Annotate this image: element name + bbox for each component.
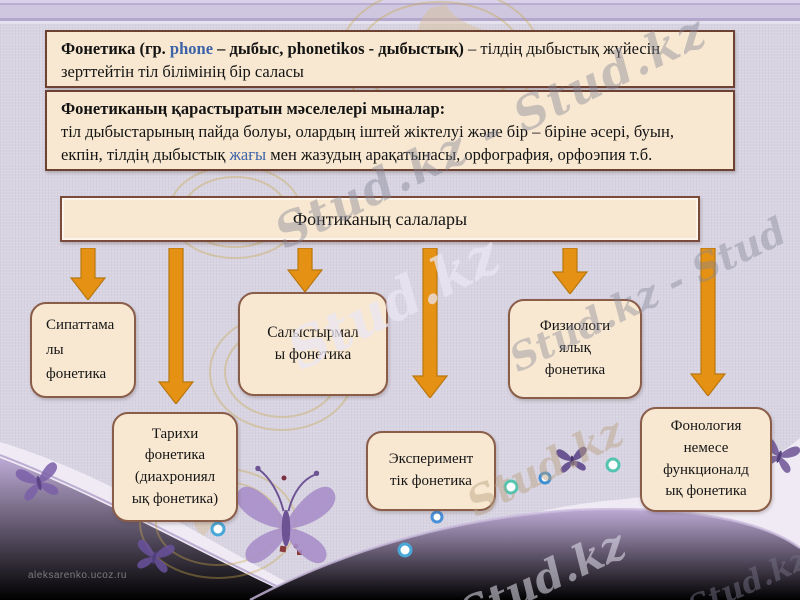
branch-label: Эксперимент тік фонетика	[388, 451, 474, 489]
branch-label: Салыстырмал ы фонетика	[267, 323, 359, 363]
issues-heading: Фонетиканың қарастыратын мәселелері мына…	[61, 99, 446, 118]
down-arrow-3	[287, 248, 323, 292]
branch-box-experimental-phonetics: Эксперимент тік фонетика	[366, 431, 496, 511]
down-arrow-6	[690, 248, 726, 396]
issues-body-part1: тіл дыбыстарының пайда болуы, олардың іш…	[61, 121, 674, 164]
down-arrow-4	[412, 248, 448, 398]
branch-label: Тарихи фонетика (диахрониял ық фонетика)	[131, 425, 219, 507]
branch-label: Физиологи ялық фонетика	[539, 318, 611, 378]
issues-highlight-word: жағы	[229, 144, 267, 164]
branches-title-box: Фонтиканың салалары	[60, 196, 700, 242]
issues-body: тіл дыбыстарының пайда болуы, олардың іш…	[61, 121, 719, 167]
definition-box: Фонетика (гр. phone – дыбыс, phonetikos …	[45, 30, 735, 88]
definition-bold-suffix: – дыбыс, phonetikos - дыбыстық)	[213, 39, 464, 58]
branch-box-historical-phonetics: Тарихи фонетика (диахрониял ық фонетика)	[112, 412, 238, 522]
top-band-decoration	[0, 0, 800, 24]
down-arrow-1	[70, 248, 106, 300]
branch-label: Фонология немесе функционалд ық фонетика	[663, 418, 749, 500]
footer-watermark: aleksarenko.ucoz.ru	[28, 570, 127, 581]
watermark-bottom-right: Stud.kz	[682, 542, 800, 600]
watermark-bottom-center-light: Stud.kz	[451, 519, 633, 600]
issues-body-part2: мен жазудың арақатынасы, орфография, орф…	[266, 144, 653, 164]
down-arrow-5	[552, 248, 588, 294]
down-arrow-2	[158, 248, 194, 404]
branches-title: Фонтиканың салалары	[292, 208, 468, 229]
branch-box-comparative-phonetics: Салыстырмал ы фонетика	[238, 292, 388, 396]
definition-bold-prefix: Фонетика (гр.	[61, 39, 170, 58]
branch-box-physiological-phonetics: Физиологи ялық фонетика	[508, 299, 642, 399]
issues-box: Фонетиканың қарастыратын мәселелері мына…	[45, 90, 735, 171]
branch-box-descriptive-phonetics: Сипаттама лы фонетика	[30, 302, 136, 398]
branch-box-phonology-phonetics: Фонология немесе функционалд ық фонетика	[640, 407, 772, 512]
definition-highlight-word: phone	[169, 39, 214, 58]
branch-label: Сипаттама лы фонетика	[46, 316, 115, 383]
definition-normal-text: – тілдің дыбыстық жүйесін зерттейтін тіл…	[61, 39, 661, 81]
